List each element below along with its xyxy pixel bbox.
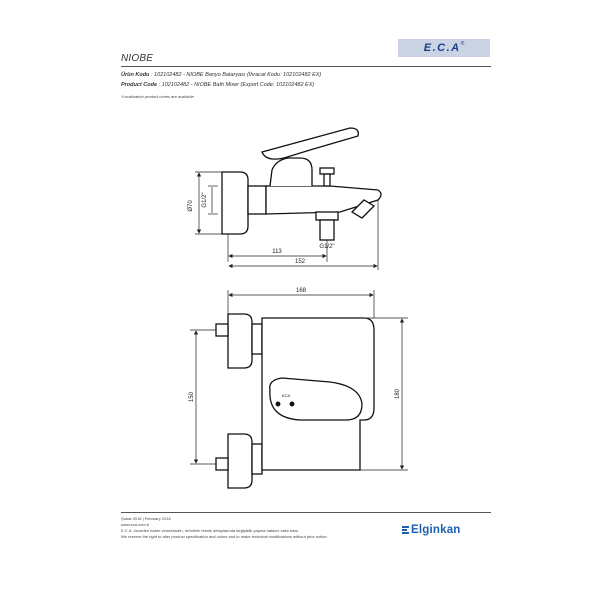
dim-front-width: 168 (296, 288, 307, 294)
dim-inlet-thread: G1/2" (202, 192, 208, 207)
page-title: NIOBE (121, 53, 154, 64)
product-line-tr: Ürün Kodu : 102102482 - NIOBE Banyo Bata… (121, 72, 321, 78)
dim-diameter: Ø70 (188, 200, 194, 212)
logo-text: E.C.A (423, 42, 461, 54)
dim-depth-inner: 113 (272, 249, 282, 255)
footer-divider (121, 512, 491, 513)
handle-brand-mark: ECA (282, 393, 291, 398)
dim-front-centers: 150 (189, 391, 195, 402)
product-line-en-value: : 102102482 - NIOBE Bath Mixer (Export C… (158, 82, 315, 88)
footer-website[interactable]: www.eca.com.tr (121, 522, 150, 527)
elginkan-logo: Elginkan (402, 524, 461, 536)
product-line-tr-value: : 102102482 - NIOBE Banyo Bataryası (İhr… (150, 72, 322, 78)
elginkan-text: Elginkan (411, 524, 461, 536)
side-view-dimensions (195, 171, 379, 270)
dim-spout-thread: G1/2" (319, 244, 334, 250)
dimension-labels: Ø70 G1/2" G1/2" 113 152 168 150 180 (188, 192, 401, 402)
product-line-en-label: Product Code (121, 82, 158, 88)
header-divider (121, 66, 491, 67)
dim-depth-outer: 152 (295, 259, 306, 265)
dim-front-height: 180 (395, 388, 401, 399)
front-view (215, 313, 375, 489)
eca-logo: E.C.A® (398, 39, 490, 57)
product-line-en: Product Code : 102102482 - NIOBE Bath Mi… (121, 82, 314, 88)
localization-note: *Localization product codes are availabl… (121, 94, 195, 99)
footer-disclaimer-en: We reserve the right to alter product sp… (121, 534, 328, 539)
footer-disclaimer-tr: E.C.A. önceden haber vermeksizin, ürünle… (121, 528, 299, 533)
logo-registered-mark: ® (460, 41, 465, 47)
product-line-tr-label: Ürün Kodu (121, 72, 150, 78)
footer-date: Şubat 2018 | February 2018 (121, 516, 171, 521)
elginkan-mark-icon (402, 526, 409, 534)
side-view (221, 127, 382, 241)
front-view-dimensions (190, 290, 408, 471)
